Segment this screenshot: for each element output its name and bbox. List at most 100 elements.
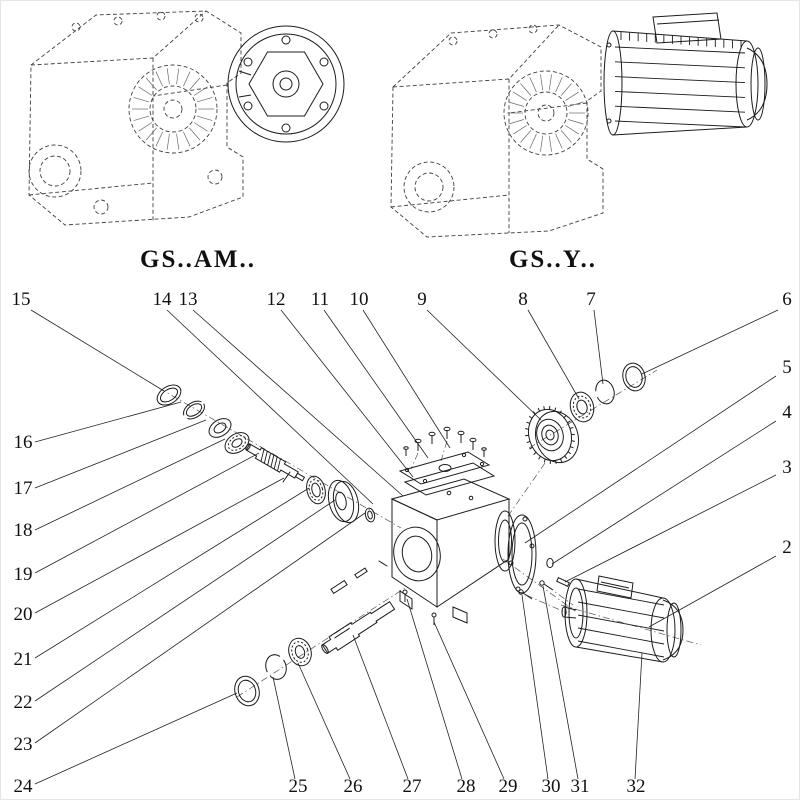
gearbox-flange-illustration — [28, 10, 244, 226]
leader-line-22 — [34, 499, 336, 702]
part-number-30: 30 — [542, 776, 561, 797]
callout-5: 5 — [524, 357, 792, 544]
part-number-3: 3 — [782, 457, 792, 478]
motor-top-fins — [620, 32, 742, 49]
leader-line-5 — [524, 375, 777, 544]
callout-4: 4 — [551, 402, 792, 565]
part-number-28: 28 — [457, 776, 476, 797]
part-number-4: 4 — [782, 402, 792, 423]
part-number-23: 23 — [14, 734, 33, 755]
callout-25: 25 — [272, 676, 308, 797]
callout-20: 20 — [14, 477, 285, 625]
callout-11: 11 — [311, 289, 429, 459]
leader-line-17 — [34, 419, 207, 489]
leader-line-14 — [166, 309, 374, 505]
part-number-22: 22 — [14, 692, 33, 713]
motor-fins — [614, 46, 746, 128]
leader-line-18 — [34, 438, 226, 531]
leader-line-6 — [641, 309, 779, 375]
leader-line-20 — [34, 477, 285, 614]
cover-bolts — [403, 426, 487, 457]
leader-line-32 — [634, 652, 643, 780]
callout-30: 30 — [521, 594, 561, 797]
leader-line-15 — [30, 309, 165, 392]
leader-line-8 — [527, 309, 580, 400]
part-number-18: 18 — [14, 520, 33, 541]
leader-line-23 — [34, 512, 366, 744]
callout-14: 14 — [153, 289, 374, 505]
callout-8: 8 — [518, 289, 580, 400]
leader-line-3 — [564, 474, 777, 583]
part-number-24: 24 — [14, 776, 34, 797]
caption-gs-y: GS..Y.. — [509, 246, 597, 273]
circlip-7 — [595, 379, 615, 405]
worm-shaft-19 — [245, 443, 306, 482]
pin-20 — [282, 471, 291, 483]
callout-3: 3 — [564, 457, 792, 583]
output-flange-ring-5 — [507, 514, 537, 594]
callout-18: 18 — [14, 438, 226, 541]
ring-nut-17 — [208, 418, 232, 438]
leader-line-29 — [433, 621, 505, 780]
callout-6: 6 — [641, 289, 792, 375]
callout-24: 24 — [14, 692, 238, 797]
callout-15: 15 — [12, 289, 165, 392]
leader-line-26 — [297, 662, 351, 780]
callout-17: 17 — [14, 419, 207, 499]
callout-19: 19 — [14, 452, 260, 585]
leader-line-21 — [34, 487, 310, 659]
callout-9: 9 — [417, 289, 542, 421]
gear-teeth — [525, 406, 575, 464]
part-number-11: 11 — [311, 289, 329, 310]
part-number-13: 13 — [179, 289, 198, 310]
part-number-12: 12 — [267, 289, 286, 310]
leader-line-19 — [34, 452, 260, 574]
leader-line-10 — [362, 309, 451, 449]
circlip-25 — [265, 654, 287, 680]
callout-23: 23 — [14, 512, 366, 755]
leader-line-28 — [406, 598, 463, 780]
circlip-16 — [183, 400, 205, 420]
part-number-15: 15 — [12, 289, 31, 310]
gear-hatch-left — [132, 68, 214, 150]
callout-2: 2 — [648, 537, 792, 628]
part-number-8: 8 — [518, 289, 528, 310]
housing-bolts-bottom — [402, 589, 437, 625]
callout-26: 26 — [297, 662, 363, 797]
part-number-25: 25 — [289, 776, 308, 797]
leader-line-12 — [280, 309, 414, 478]
bearing-21 — [306, 475, 326, 505]
callout-13: 13 — [179, 289, 404, 497]
callout-12: 12 — [267, 289, 414, 478]
part-number-10: 10 — [350, 289, 369, 310]
callout-21: 21 — [14, 487, 310, 670]
callout-28: 28 — [406, 598, 476, 797]
leader-line-11 — [323, 309, 429, 459]
ring-6 — [622, 362, 646, 392]
part-number-2: 2 — [782, 537, 792, 558]
part-number-27: 27 — [403, 776, 422, 797]
leader-line-31 — [542, 585, 579, 780]
leader-line-16 — [34, 401, 182, 443]
disc-22 — [327, 479, 360, 524]
motor — [561, 575, 684, 663]
bearing-8 — [569, 391, 595, 423]
callout-31: 31 — [542, 585, 590, 797]
leader-line-4 — [551, 420, 777, 565]
part-number-16: 16 — [14, 432, 33, 453]
flange-illustration — [227, 25, 345, 143]
leader-line-7 — [593, 309, 604, 385]
shaft-key — [330, 560, 388, 595]
callout-32: 32 — [627, 652, 646, 797]
part-number-29: 29 — [499, 776, 518, 797]
leader-line-25 — [272, 676, 296, 780]
bearing-18 — [224, 432, 250, 454]
part-number-6: 6 — [782, 289, 792, 310]
part-number-20: 20 — [14, 604, 33, 625]
callout-27: 27 — [352, 634, 422, 797]
motor-illustration — [603, 12, 768, 136]
callout-29: 29 — [433, 621, 518, 797]
output-shaft-27 — [321, 600, 396, 654]
